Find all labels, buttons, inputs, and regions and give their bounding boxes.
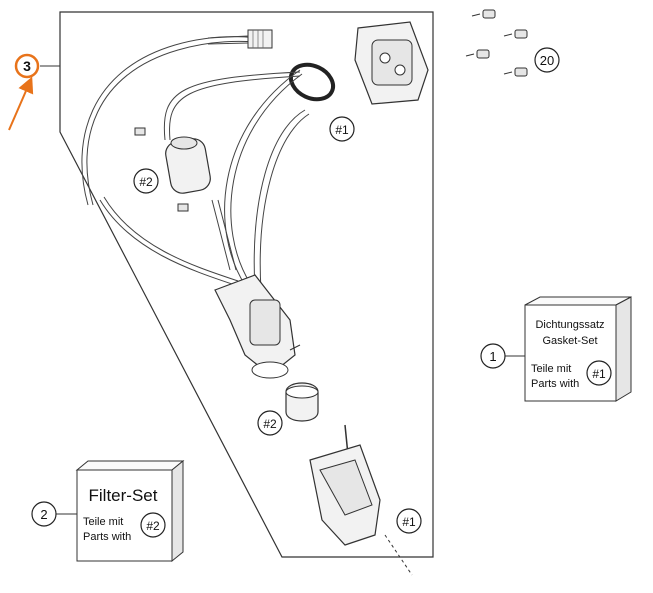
gasket-set-ref: #1: [592, 367, 606, 381]
callout-20-label: 20: [540, 53, 554, 68]
gasket-set-parts-line2: Parts with: [531, 378, 579, 390]
svg-text:#2: #2: [263, 417, 277, 431]
callout-20-circle: [534, 47, 560, 73]
wire-connector: [207, 29, 273, 49]
gasket-set-title-de: Dichtungssatz: [535, 319, 604, 331]
flange-gasket-ring: [288, 62, 336, 102]
gasket-set-title-en: Gasket-Set: [542, 335, 597, 347]
filter-set-parts-line2: Parts with: [83, 531, 131, 543]
callout-2[interactable]: 2: [31, 501, 77, 527]
filter-sleeve: [285, 382, 319, 422]
filter-set-box: Filter-Set Teile mit Parts with #2: [75, 459, 185, 563]
ref-1-housing-callout[interactable]: #1: [396, 508, 422, 534]
filter-set-title: Filter-Set: [89, 486, 158, 505]
callout-2-label: 2: [40, 507, 47, 522]
ref-2-filter-callout[interactable]: #2: [133, 168, 159, 194]
screws: [465, 9, 528, 77]
callout-1[interactable]: 1: [480, 343, 525, 369]
sender-housing: [309, 424, 413, 576]
callout-3-label: 3: [23, 58, 31, 74]
ref-1-flange-callout[interactable]: #1: [329, 116, 355, 142]
filter-set-parts-line1: Teile mit: [83, 516, 123, 528]
pump-flange: [354, 21, 429, 105]
fuel-pump-body: [214, 274, 301, 379]
svg-text:#1: #1: [335, 123, 349, 137]
assembly-outline: [59, 11, 434, 558]
svg-text:#2: #2: [139, 175, 153, 189]
gasket-set-parts-line1: Teile mit: [531, 363, 571, 375]
gasket-set-box: Dichtungssatz Gasket-Set Teile mit Parts…: [524, 296, 632, 402]
callout-20[interactable]: 20: [534, 47, 560, 73]
filter-clips: [134, 127, 189, 212]
highlighted-callout-3[interactable]: 3: [14, 53, 60, 79]
svg-text:#1: #1: [402, 515, 416, 529]
highlight-arrow: [8, 76, 34, 131]
filter-set-ref: #2: [146, 519, 160, 533]
fuel-tubes: [163, 69, 310, 291]
callout-1-label: 1: [489, 349, 496, 364]
fuel-filter: [165, 136, 211, 194]
ref-2-sleeve-callout[interactable]: #2: [257, 410, 283, 436]
